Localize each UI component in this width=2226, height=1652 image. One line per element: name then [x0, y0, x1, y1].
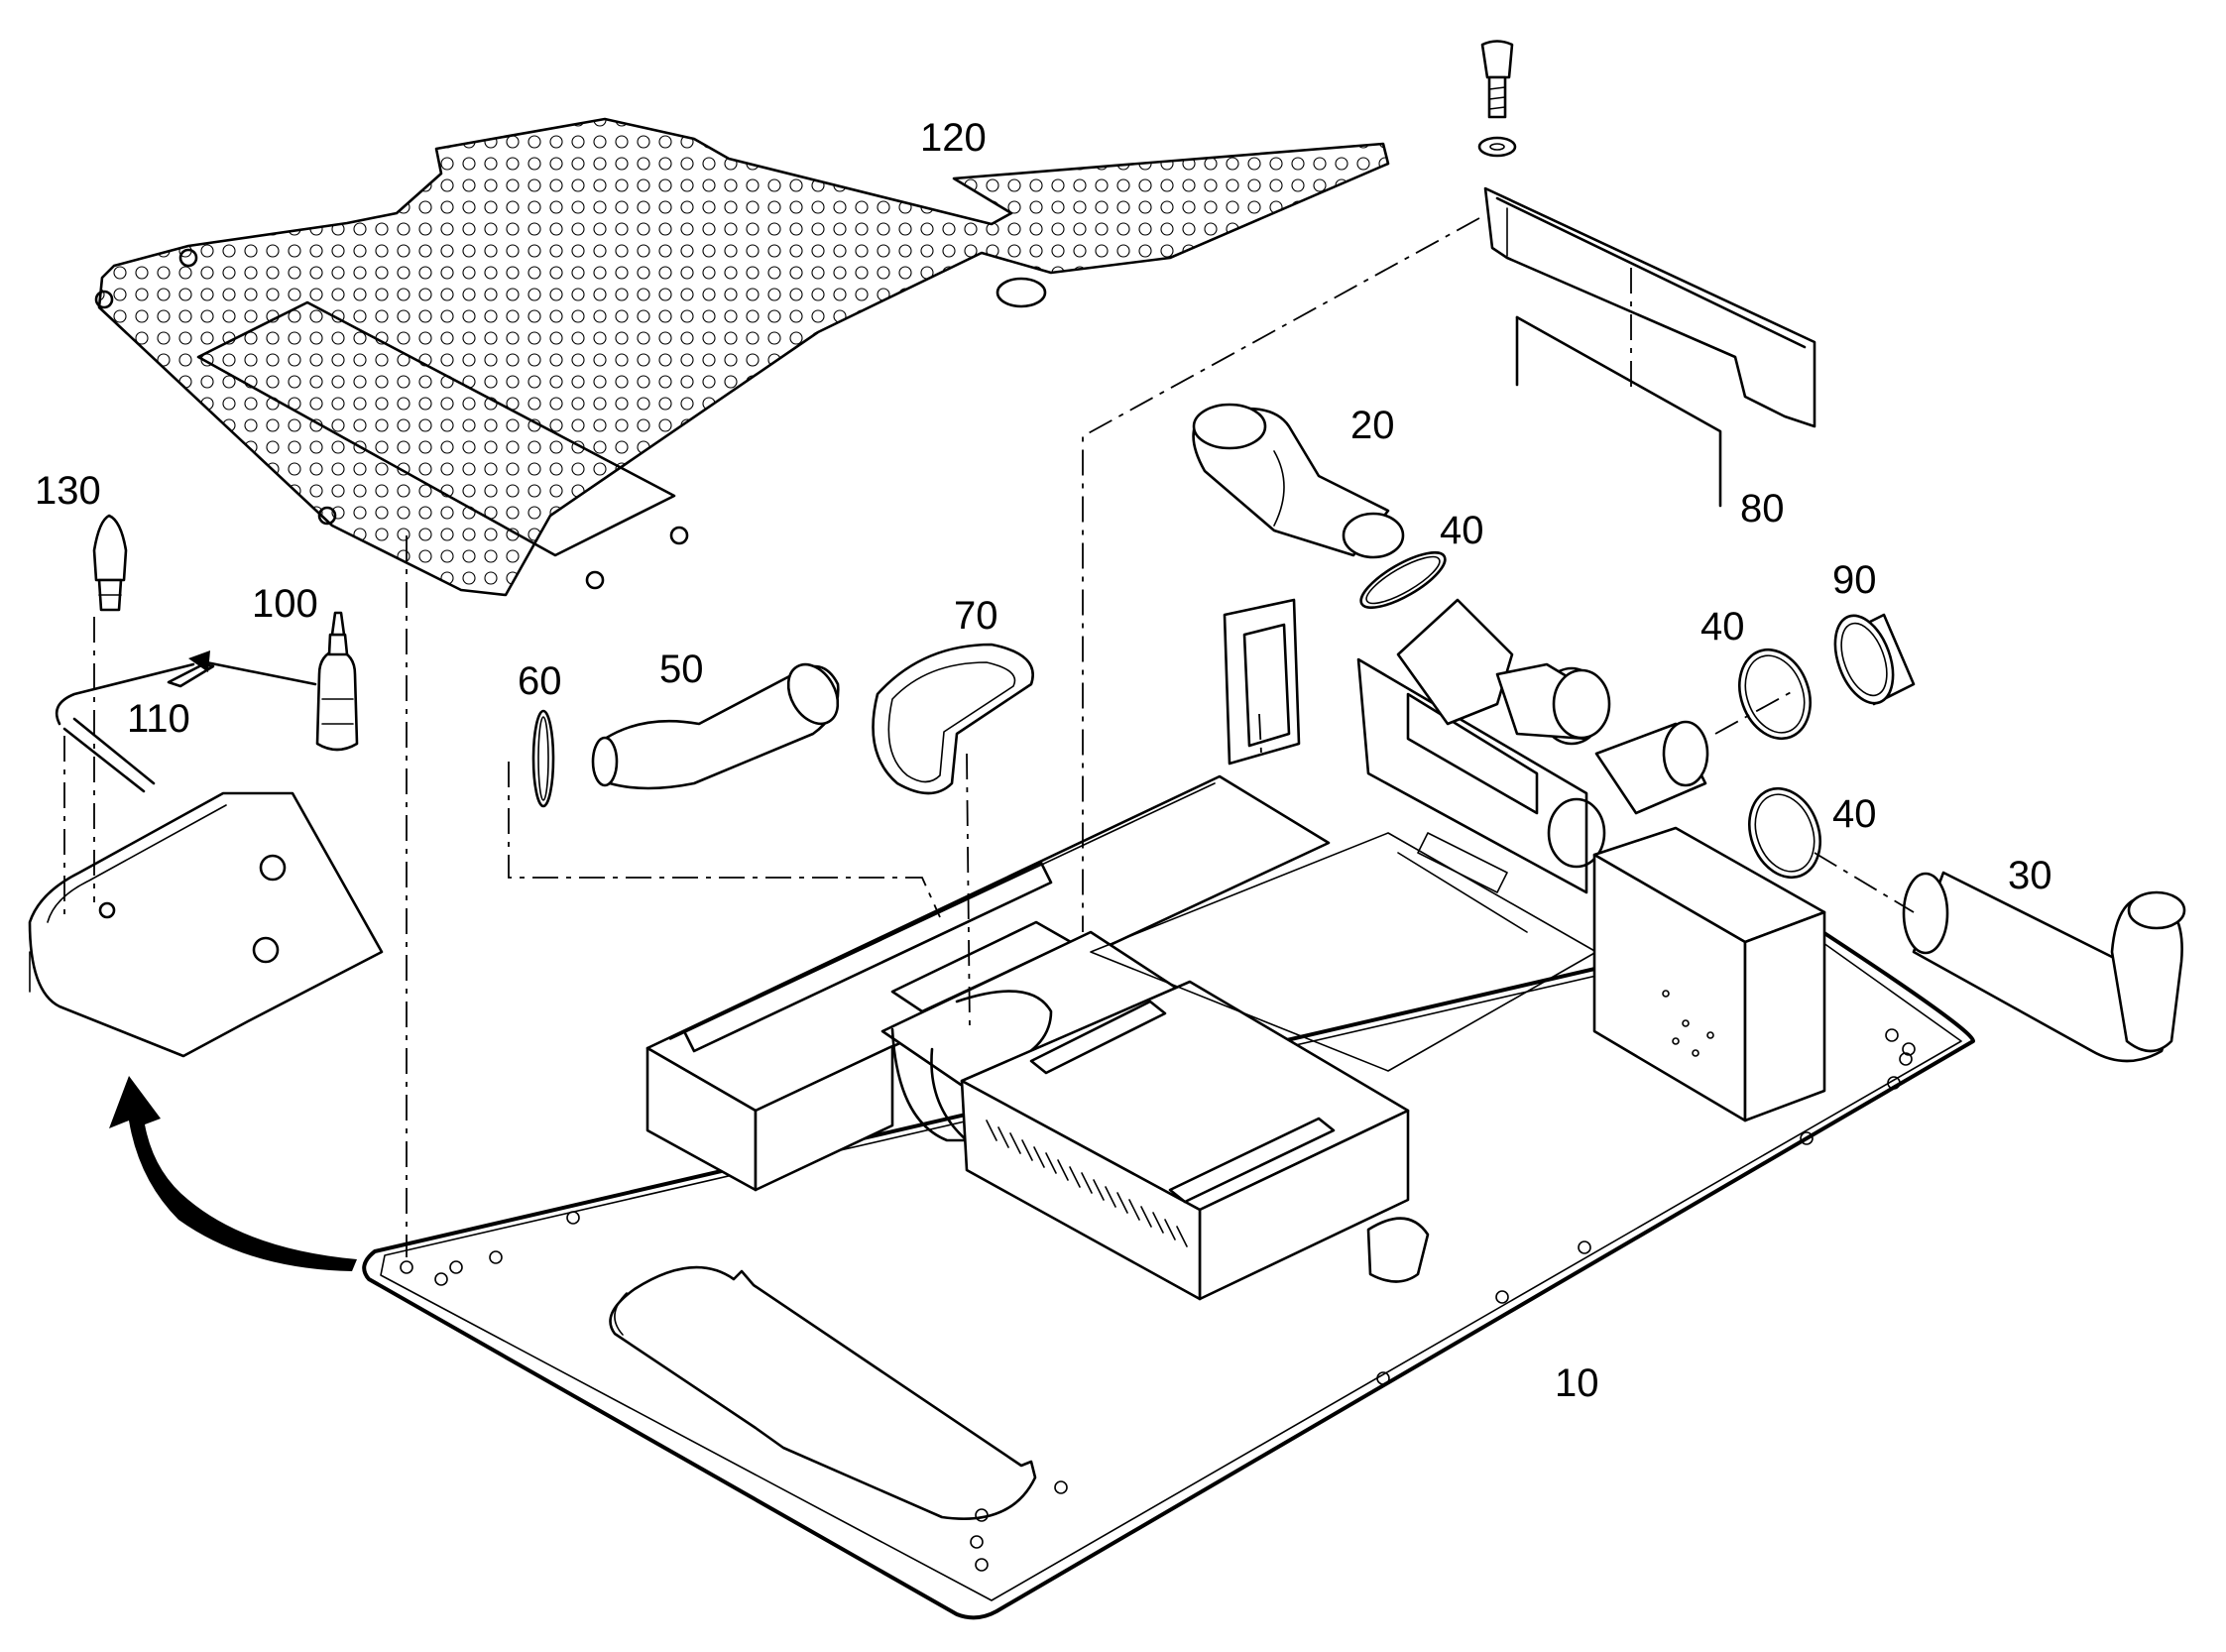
frame-assembly: [645, 598, 1826, 1301]
gasket-70: [872, 643, 1034, 795]
pipe-20: [1192, 403, 1405, 559]
adhesive-bottle-100: [315, 611, 359, 752]
label-30: 30: [2008, 854, 2052, 897]
duct-y-piece: [1396, 598, 1709, 815]
base-plate: [362, 918, 1975, 1620]
hose-50: [591, 662, 840, 790]
bolt: [1477, 40, 1517, 158]
sleeve-90: [1833, 613, 1916, 706]
label-40-c: 40: [1832, 792, 1877, 836]
callout-labels: 10 20 30 40 40 40 50 60 70 80 90 100 110…: [35, 116, 2052, 1405]
label-100: 100: [252, 582, 318, 626]
label-20: 20: [1350, 404, 1395, 447]
label-80: 80: [1740, 487, 1785, 531]
edge-strip-110: [55, 662, 215, 793]
label-60: 60: [518, 659, 562, 703]
label-50: 50: [659, 648, 704, 691]
assembly-center-lines: [63, 217, 1915, 1257]
ring-60: [531, 709, 555, 808]
label-120: 120: [920, 116, 987, 160]
label-40-a: 40: [1440, 509, 1484, 552]
label-110: 110: [127, 697, 190, 741]
label-40-b: 40: [1700, 605, 1745, 649]
pointer-arrows: [109, 650, 357, 1271]
plug-130: [92, 514, 128, 612]
label-130: 130: [35, 469, 101, 513]
bracket-80: [1483, 186, 1816, 508]
label-10: 10: [1555, 1361, 1599, 1405]
pipe-30: [1902, 871, 2186, 1063]
floor-mat-120: [94, 117, 1390, 597]
label-70: 70: [954, 594, 998, 638]
threshold-profile: [28, 791, 384, 1058]
label-90: 90: [1832, 558, 1877, 602]
clamp-rings-40: [1359, 550, 1821, 880]
